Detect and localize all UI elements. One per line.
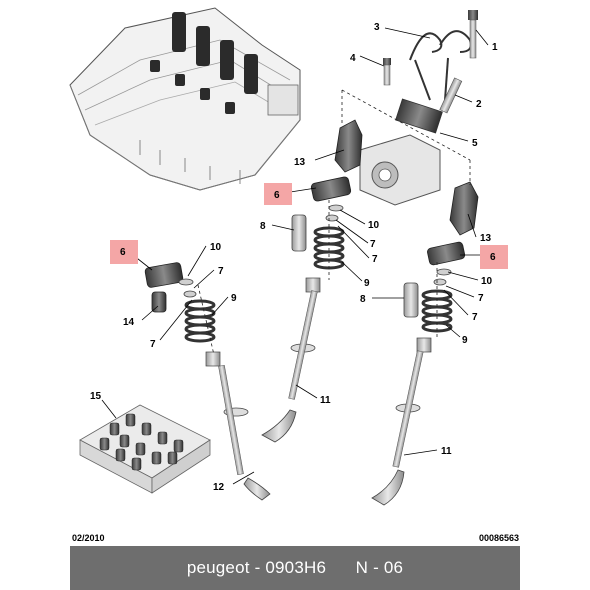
- valve-left: [205, 351, 271, 501]
- bolt-4: [383, 58, 391, 86]
- bolt-1: [468, 10, 478, 59]
- callout-10-right: 10: [481, 276, 493, 287]
- callout-3: 3: [374, 22, 380, 33]
- callout-8-right: 8: [360, 294, 366, 305]
- callout-7-b: 7: [372, 254, 378, 265]
- valve-right: [371, 337, 432, 506]
- caption-spacer: [326, 558, 356, 578]
- guide-lines: [197, 89, 471, 356]
- highlight-box-6-left: [110, 240, 138, 264]
- diagram-reference: 00086563: [478, 533, 519, 543]
- callout-9-right: 9: [462, 335, 468, 346]
- highlight-boxes: [110, 183, 508, 269]
- lash-adjuster-right: [403, 282, 419, 318]
- valve-middle: [261, 277, 321, 443]
- retainers: [178, 204, 452, 298]
- callout-5: 5: [472, 138, 478, 149]
- tappet-left: [144, 262, 184, 288]
- callout-13-left: 13: [294, 157, 306, 168]
- caption-bar: peugeot - 0903H6 N - 06: [70, 546, 520, 590]
- highlight-box-6-middle: [264, 183, 292, 205]
- callout-12: 12: [213, 482, 225, 493]
- spring-clip: [409, 30, 472, 101]
- lash-adjuster-left: [151, 291, 167, 313]
- callout-11-right: 11: [441, 446, 452, 457]
- callout-6-right: 6: [490, 252, 496, 263]
- callout-14: 14: [123, 317, 135, 328]
- rocker-arm-left: [334, 119, 363, 173]
- callout-6-left: 6: [120, 247, 126, 258]
- callout-8-middle: 8: [260, 221, 266, 232]
- callout-1: 1: [492, 42, 498, 53]
- callout-2: 2: [476, 99, 482, 110]
- lash-adjuster-middle: [291, 214, 307, 252]
- pin-2: [439, 77, 463, 114]
- highlight-box-6-right: [480, 245, 508, 269]
- callout-4: 4: [350, 53, 356, 64]
- valve-seal-kit: [79, 404, 211, 494]
- rocker-arm-right: [449, 181, 479, 236]
- callout-7-a: 7: [370, 239, 376, 250]
- callout-labels: 1 2 3 4 5 6 6 6 7 7 7 7 7 7 8 8 9 9 9 10…: [90, 22, 498, 493]
- tappet-middle: [310, 176, 352, 202]
- cylinder-head-illustration: [69, 7, 301, 191]
- callout-7-e: 7: [218, 266, 224, 277]
- caption-code: N - 06: [355, 558, 404, 577]
- callout-11-middle: 11: [320, 395, 331, 406]
- callout-15: 15: [90, 391, 102, 402]
- callout-10-left: 10: [210, 242, 222, 253]
- callout-6-middle: 6: [274, 190, 280, 201]
- leader-lines: [101, 27, 489, 485]
- callout-9-left: 9: [231, 293, 237, 304]
- camshaft-bracket: [359, 98, 443, 206]
- diagram-date: 02/2010: [72, 533, 105, 543]
- callout-10-middle: 10: [368, 220, 380, 231]
- callout-13-right: 13: [480, 233, 492, 244]
- callout-7-f: 7: [150, 339, 156, 350]
- callout-9-middle: 9: [364, 278, 370, 289]
- valve-spring-left: [184, 299, 216, 343]
- callout-7-d: 7: [472, 312, 478, 323]
- caption-part-number: peugeot - 0903H6: [186, 558, 327, 577]
- callout-7-c: 7: [478, 293, 484, 304]
- tappet-right: [427, 241, 466, 266]
